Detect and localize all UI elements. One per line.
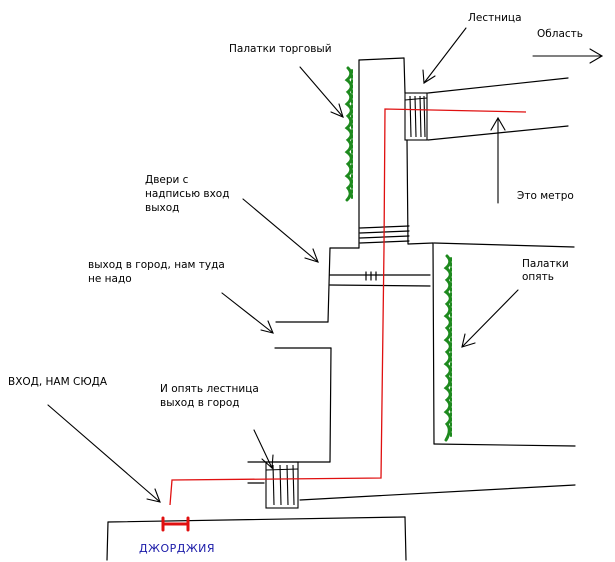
- label-tents-trade: Палатки торговый: [229, 43, 332, 55]
- ground-line: [107, 516, 406, 523]
- hall-left-wall-upper: [327, 247, 331, 323]
- walls: [106, 57, 576, 561]
- arrows: [47, 27, 604, 503]
- upper-corridor-right-wall: [403, 57, 406, 94]
- label-entrance: ВХОД, НАМ СЮДА: [8, 376, 108, 388]
- hall-right-wall: [432, 242, 435, 445]
- label-tents-again-line1: Палатки: [522, 258, 569, 270]
- label-doors-line3: выход: [145, 202, 180, 214]
- label-stairs-again-line2: выход в город: [160, 397, 240, 409]
- hall-left-wall-lower: [329, 347, 332, 463]
- ground-right: [404, 516, 407, 561]
- label-region: Область: [537, 28, 583, 40]
- label-stairs: Лестница: [468, 12, 522, 24]
- georgia-marker: [161, 516, 190, 532]
- lower-corridor-right: [299, 484, 576, 501]
- ground-left: [106, 521, 109, 561]
- label-doors-line2: надписью вход: [145, 188, 230, 200]
- route: [169, 108, 527, 506]
- label-exit-city-line1: выход в город, нам туда: [88, 259, 225, 271]
- label-georgia: ДЖОРДЖИЯ: [139, 542, 216, 555]
- tents-upper: [344, 66, 353, 202]
- label-doors-line1: Двери с: [145, 174, 189, 186]
- hall-top-right: [407, 242, 434, 245]
- upper-corridor-right-wall-lower: [406, 139, 409, 245]
- label-tents-again-line2: опять: [522, 271, 554, 283]
- lower-stairs: [265, 461, 299, 509]
- tents-lower: [443, 254, 452, 442]
- upper-corridor-top-wall: [358, 57, 405, 61]
- right-corridor-bottom: [433, 443, 576, 447]
- label-stairs-again-line1: И опять лестница: [160, 383, 259, 395]
- upper-stairs: [404, 92, 428, 141]
- right-corridor-top: [433, 242, 575, 248]
- label-metro: Это метро: [517, 190, 574, 202]
- metro-passage-top-wall: [427, 77, 569, 94]
- label-exit-city-line2: не надо: [88, 273, 132, 285]
